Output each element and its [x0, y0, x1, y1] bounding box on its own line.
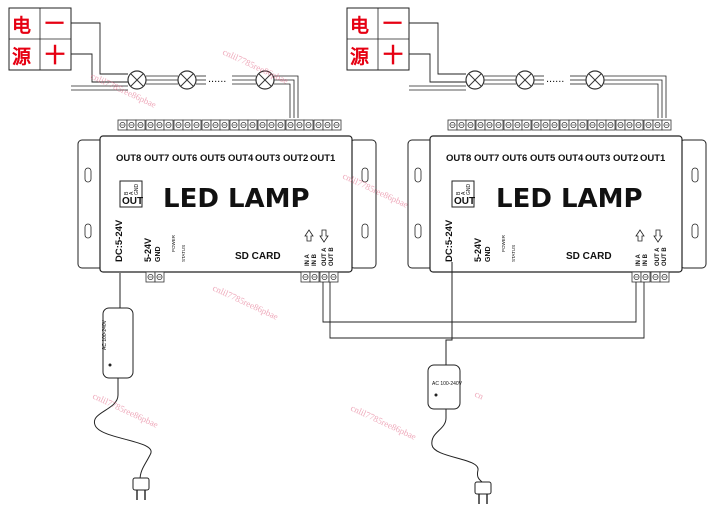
power-char-2: 源: [350, 45, 369, 68]
out-label: OUT8: [116, 153, 141, 164]
out-label: OUT3: [585, 153, 610, 164]
watermark-text: cnlil7785ree86pbae: [91, 391, 160, 430]
minus-sign: 一: [383, 13, 402, 35]
lamp-icon: [585, 70, 605, 90]
in-b-label: IN B: [643, 253, 649, 266]
lamp-icon: [127, 70, 147, 90]
lamp-chain-right: ......: [465, 70, 667, 118]
out-label: OUT3: [255, 153, 280, 164]
out-a-label: OUT A: [322, 247, 328, 266]
bottom-terminals-left: [145, 271, 339, 283]
dc-label: DC:5-24V: [114, 219, 125, 262]
voltage-label: 5-24V: [473, 238, 483, 262]
out-label: OUT4: [558, 153, 584, 164]
out-label: OUT7: [144, 153, 169, 164]
status-led-label: STATUS: [181, 245, 186, 262]
dc-label: DC:5-24V: [444, 219, 455, 262]
plus-sign: 十: [45, 43, 65, 67]
watermark-text: cn: [473, 389, 485, 402]
lamp-icon: [177, 70, 197, 90]
out-label: OUT4: [228, 153, 254, 164]
out-switch-right: OUT B A GND: [451, 180, 475, 208]
watermark-text: cnlil7785ree86pbae: [349, 403, 418, 442]
terminal-strip-left: [117, 119, 342, 131]
out-switch-label: OUT: [454, 196, 475, 207]
lamp-ellipsis: ......: [546, 73, 564, 85]
in-b-label: IN B: [312, 253, 318, 266]
terminal-strip-right: [447, 119, 672, 131]
out-label: OUT6: [172, 153, 197, 164]
switch-a: A: [461, 191, 467, 195]
lamp-icon: [465, 70, 485, 90]
power-led-label: POWER: [171, 234, 176, 252]
out-label: OUT1: [310, 153, 336, 164]
status-led-label: STATUS: [511, 245, 516, 262]
gnd-label: GND: [485, 246, 492, 262]
out-label: OUT5: [530, 153, 556, 164]
signal-ports-left: IN A IN B OUT A OUT B: [304, 229, 335, 266]
out-b-label: OUT B: [329, 247, 335, 266]
power-adapter-right: AC 100-240V: [427, 364, 492, 504]
device-title: LED LAMP: [163, 184, 310, 214]
out-label: OUT7: [474, 153, 499, 164]
unit-right: 电 源 一 十 ......: [346, 7, 707, 504]
out-label: OUT8: [446, 153, 471, 164]
power-box-right: 电 源 一 十: [346, 7, 410, 71]
power-adapter-left: AC 100-240V: [94, 273, 152, 500]
adapter-rating: AC 100-240V: [432, 381, 463, 387]
out-label: OUT6: [502, 153, 527, 164]
out-a-label: OUT A: [655, 247, 661, 266]
output-labels-right: OUT8 OUT7 OUT6 OUT5 OUT4 OUT3 OUT2 OUT1: [446, 153, 666, 164]
device-title: LED LAMP: [496, 184, 643, 214]
out-label: OUT5: [200, 153, 226, 164]
minus-sign: 一: [45, 13, 64, 35]
signal-ports-right: IN A IN B OUT A OUT B: [635, 229, 668, 266]
sd-card-label: SD CARD: [235, 251, 281, 262]
switch-gnd: GND: [466, 184, 472, 196]
switch-a: A: [129, 191, 135, 195]
voltage-label: 5-24V: [143, 238, 153, 262]
watermark-text: cnlil7785ree86pbae: [211, 283, 280, 322]
out-label: OUT2: [283, 153, 308, 164]
adapter-rating: AC 100-240V: [102, 319, 108, 350]
lamp-icon: [515, 70, 535, 90]
output-labels-left: OUT8 OUT7 OUT6 OUT5 OUT4 OUT3 OUT2 OUT1: [116, 153, 336, 164]
sd-card-label: SD CARD: [566, 251, 612, 262]
power-char-1: 电: [350, 14, 369, 37]
power-char-1: 电: [12, 14, 31, 37]
power-box-left: 电 源 一 十: [8, 7, 72, 71]
in-a-label: IN A: [636, 254, 642, 266]
lamp-ellipsis: ......: [208, 73, 226, 85]
out-label: OUT2: [613, 153, 638, 164]
out-b-label: OUT B: [662, 247, 668, 266]
unit-left: 电 源 一 十 ......: [8, 7, 377, 500]
in-a-label: IN A: [305, 254, 311, 266]
out-switch-left: OUT B A GND: [119, 180, 143, 208]
signal-interconnect: [322, 262, 645, 365]
bottom-terminals-right: [631, 271, 670, 283]
power-led-label: POWER: [501, 234, 506, 252]
plus-sign: 十: [383, 43, 403, 67]
controller-box-left: [77, 135, 377, 273]
gnd-label: GND: [155, 246, 162, 262]
out-switch-label: OUT: [122, 196, 143, 207]
lamp-chain-left: ......: [127, 70, 299, 118]
switch-gnd: GND: [134, 184, 140, 196]
power-char-2: 源: [12, 45, 31, 68]
switch-b: B: [456, 191, 462, 195]
switch-b: B: [124, 191, 130, 195]
out-label: OUT1: [640, 153, 666, 164]
controller-box-right: [407, 135, 707, 273]
